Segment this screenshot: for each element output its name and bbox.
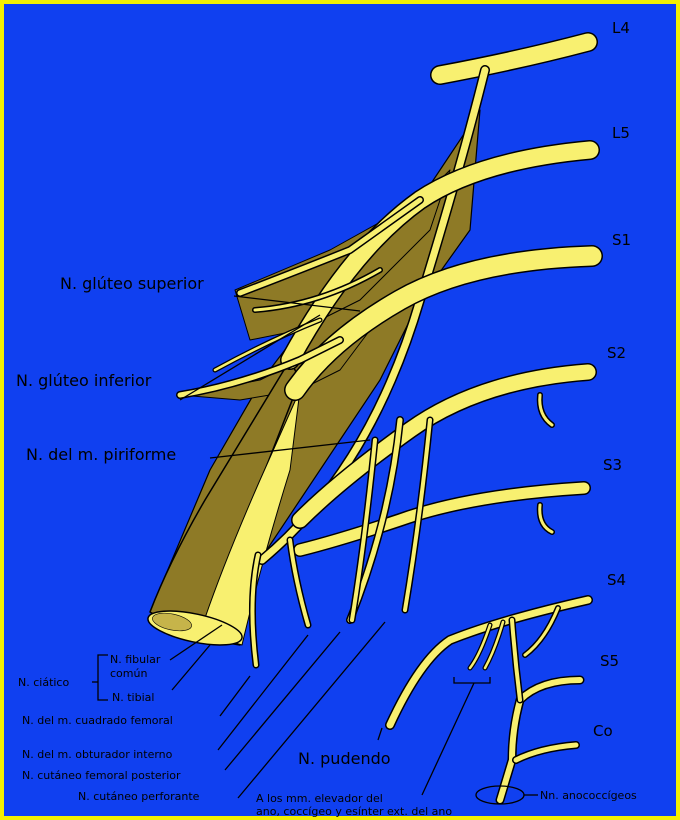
nerve-illustration bbox=[145, 42, 592, 804]
root-label-l4: L4 bbox=[612, 19, 630, 37]
label-piriforme: N. del m. piriforme bbox=[26, 445, 176, 464]
root-label-l5: L5 bbox=[612, 124, 630, 142]
label-fibular-comun-1: N. fibular bbox=[110, 653, 161, 666]
root-label-co: Co bbox=[593, 722, 613, 740]
root-labels: L4 L5 S1 S2 S3 S4 S5 Co bbox=[593, 19, 631, 740]
label-elevador-2: ano, coccígeo y esínter ext. del ano bbox=[256, 805, 452, 818]
root-label-s5: S5 bbox=[600, 652, 619, 670]
label-anococcigeos: Nn. anococcígeos bbox=[540, 789, 637, 802]
label-fibular-comun-2: común bbox=[110, 667, 147, 680]
label-cutaneo-femoral-posterior: N. cutáneo femoral posterior bbox=[22, 769, 181, 782]
label-elevador-1: A los mm. elevador del bbox=[256, 792, 383, 805]
label-tibial: N. tibial bbox=[112, 691, 154, 704]
root-label-s2: S2 bbox=[607, 344, 626, 362]
root-label-s1: S1 bbox=[612, 231, 631, 249]
label-cuadrado-femoral: N. del m. cuadrado femoral bbox=[22, 714, 173, 727]
label-ciatico: N. ciático bbox=[18, 676, 69, 689]
label-gluteo-superior: N. glúteo superior bbox=[60, 274, 204, 293]
label-cutaneo-perforante: N. cutáneo perforante bbox=[78, 790, 200, 803]
root-label-s4: S4 bbox=[607, 571, 626, 589]
root-label-s3: S3 bbox=[603, 456, 622, 474]
label-gluteo-inferior: N. glúteo inferior bbox=[16, 371, 152, 390]
label-pudendo: N. pudendo bbox=[298, 749, 391, 768]
label-obturador-interno: N. del m. obturador interno bbox=[22, 748, 173, 761]
